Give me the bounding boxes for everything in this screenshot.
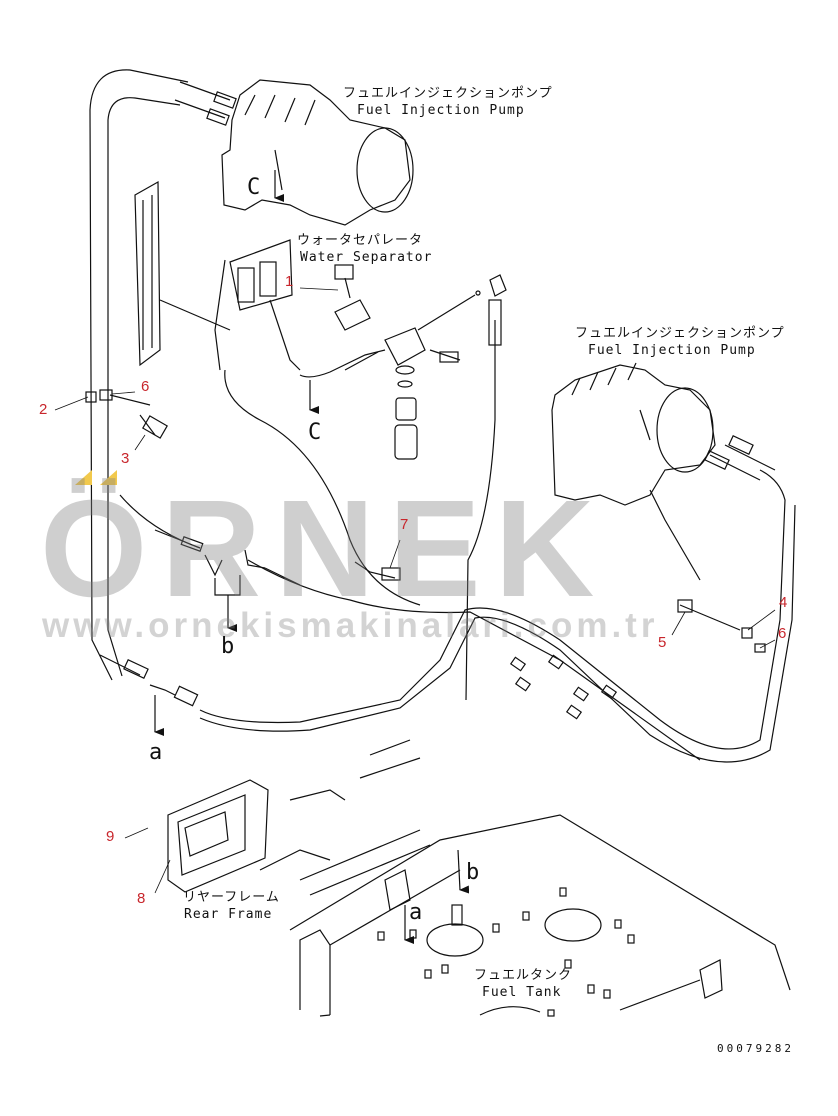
callout-2: 2: [39, 401, 48, 418]
water-separator-en: Water Separator: [300, 250, 433, 265]
watermark-url: www.ornekismakinalari.com.tr: [42, 606, 659, 645]
water-separator-jp: ウォータセパレータ: [297, 233, 424, 248]
ref-letter-a-tank: a: [409, 900, 423, 925]
callout-3: 3: [121, 450, 130, 467]
ref-letter-c-upper: C: [247, 175, 261, 200]
callout-8: 8: [137, 890, 146, 907]
fuel-injection-pump-top-jp: フュエルインジェクションポンプ: [343, 86, 553, 101]
fuel-tank-jp: フュエルタンク: [474, 968, 573, 983]
rear-frame-jp: リヤーフレーム: [183, 890, 280, 905]
callout-7: 7: [400, 516, 409, 533]
ref-letter-c-lower: C: [308, 420, 322, 445]
fuel-injection-pump-right-jp: フュエルインジェクションポンプ: [575, 326, 785, 341]
callout-5: 5: [658, 634, 667, 651]
callout-6-left: 6: [141, 378, 150, 395]
ref-letter-b-mid: b: [221, 634, 235, 659]
drawing-code: 00079282: [717, 1042, 794, 1055]
ref-letter-a-left: a: [149, 740, 163, 765]
ref-letter-b-tank: b: [466, 860, 480, 885]
fuel-injection-pump-right-en: Fuel Injection Pump: [588, 343, 756, 358]
rear-frame-en: Rear Frame: [184, 907, 273, 922]
callout-6-right: 6: [778, 625, 787, 642]
watermark-logo: ÖRNEK: [40, 472, 609, 626]
callout-1: 1: [285, 273, 294, 290]
callout-9: 9: [106, 828, 115, 845]
fuel-tank-en: Fuel Tank: [482, 985, 562, 1000]
callout-4: 4: [779, 594, 788, 611]
fuel-injection-pump-top-en: Fuel Injection Pump: [357, 103, 525, 118]
